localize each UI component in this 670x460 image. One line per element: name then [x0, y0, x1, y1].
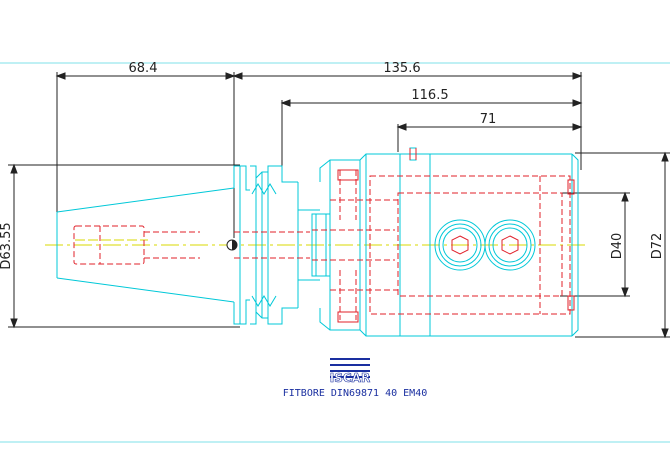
drawing-caption: FITBORE DIN69871 40 EM40 — [283, 388, 428, 399]
dim-116-5: 116.5 — [411, 88, 448, 103]
dim-71: 71 — [480, 112, 497, 127]
clamp-screw-right — [484, 219, 536, 271]
logo-text: ISCAR — [330, 371, 370, 385]
iscar-logo: ISCAR — [329, 358, 371, 385]
dim-d40: D40 — [610, 233, 625, 260]
clamp-screws — [434, 219, 536, 271]
dim-68-4: 68.4 — [129, 61, 158, 76]
dim-135-6: 135.6 — [383, 61, 420, 76]
dim-d63-55: D63.55 — [0, 222, 14, 269]
datum-marker-fill — [232, 240, 237, 250]
dim-d72: D72 — [650, 233, 665, 260]
hidden-solid-details — [337, 148, 575, 323]
hidden-lines — [73, 170, 571, 320]
dimension-lines — [8, 72, 670, 339]
tool-outline — [56, 147, 579, 337]
